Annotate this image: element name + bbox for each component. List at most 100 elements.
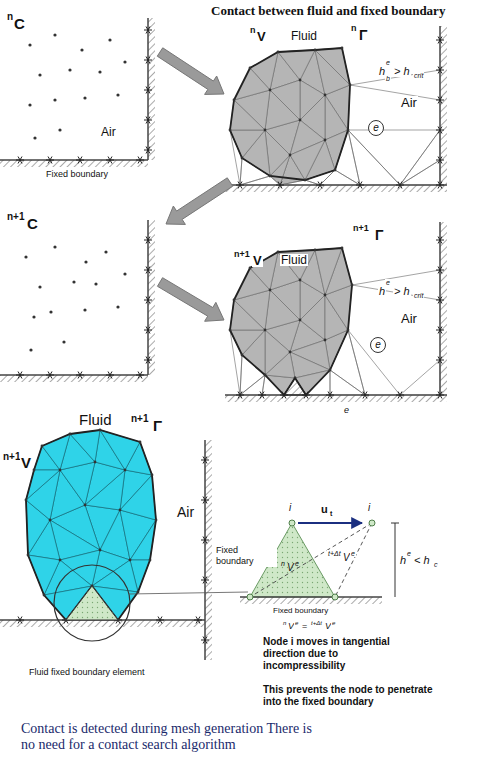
mesh-element bbox=[26, 470, 60, 500]
mesh-node bbox=[43, 594, 46, 597]
boundary-hatch bbox=[0, 375, 148, 382]
label-text: n+1 bbox=[233, 250, 251, 259]
mesh-element bbox=[300, 80, 325, 120]
label-text: n+1 bbox=[130, 414, 150, 424]
mesh-node bbox=[304, 179, 307, 182]
boundary-node bbox=[106, 157, 114, 164]
label-text: Fluid bbox=[280, 254, 308, 266]
boundary-node bbox=[436, 267, 444, 274]
label-text: n+1 bbox=[2, 452, 22, 462]
boundary-node bbox=[144, 87, 152, 94]
label-text: e bbox=[385, 59, 391, 66]
particle bbox=[58, 128, 61, 131]
mesh-node bbox=[99, 429, 102, 432]
label-text: e bbox=[385, 279, 391, 286]
particle bbox=[108, 38, 111, 41]
mesh-node bbox=[299, 79, 302, 82]
mesh-node bbox=[324, 339, 327, 342]
mesh-element bbox=[280, 180, 320, 185]
mesh-element bbox=[230, 100, 265, 130]
particle bbox=[49, 310, 52, 313]
mesh-element bbox=[348, 130, 440, 185]
mesh-element bbox=[400, 360, 440, 395]
boundary-node bbox=[258, 392, 266, 399]
mesh-node bbox=[347, 129, 350, 132]
particle bbox=[98, 70, 101, 73]
label-text: V bbox=[20, 455, 32, 470]
boundary-node bbox=[144, 267, 152, 274]
label-text: Γ bbox=[358, 28, 368, 42]
boundary-hatch bbox=[0, 620, 205, 627]
mesh-node bbox=[233, 99, 236, 102]
mesh-node bbox=[49, 519, 52, 522]
mesh-element bbox=[278, 50, 315, 80]
label-text: > h bbox=[393, 286, 411, 297]
label-text: n bbox=[280, 560, 286, 567]
label-text: Fluid bbox=[290, 30, 318, 42]
mesh-element bbox=[28, 555, 60, 595]
boundary-node bbox=[16, 157, 24, 164]
zoom-leader bbox=[129, 592, 248, 594]
boundary-node bbox=[436, 97, 444, 104]
mesh-node bbox=[324, 139, 327, 142]
label-text: crit bbox=[413, 72, 424, 79]
boundary-node bbox=[106, 372, 114, 379]
mesh-node bbox=[347, 329, 350, 332]
label-text: Air bbox=[100, 126, 117, 138]
element-label: e bbox=[373, 123, 379, 133]
mesh-element bbox=[348, 330, 400, 395]
zoom-circle bbox=[54, 565, 130, 641]
mesh-node bbox=[229, 129, 232, 132]
mesh-element bbox=[250, 252, 278, 290]
mesh-node bbox=[137, 591, 140, 594]
label-text: V bbox=[256, 30, 267, 43]
mesh-node bbox=[314, 249, 317, 252]
boundary-node bbox=[194, 617, 202, 624]
mesh-node bbox=[264, 329, 267, 332]
mesh-node bbox=[69, 433, 72, 436]
element-texture bbox=[66, 586, 118, 620]
boundary-hatch bbox=[225, 395, 447, 402]
boundary-node bbox=[144, 117, 152, 124]
free-surface bbox=[230, 48, 350, 180]
label-text: n+1 bbox=[352, 224, 370, 233]
element-node bbox=[289, 520, 295, 526]
mesh-element bbox=[120, 475, 156, 520]
mesh-element bbox=[400, 130, 440, 185]
label-text: Fixed boundary bbox=[215, 545, 277, 567]
boundary-node bbox=[144, 297, 152, 304]
mesh-element bbox=[265, 90, 300, 130]
mesh-node bbox=[129, 559, 132, 562]
label-text: Air bbox=[400, 312, 418, 325]
mesh-node bbox=[269, 175, 272, 178]
boundary-hatch bbox=[205, 440, 212, 660]
label-text: t+Δt bbox=[327, 550, 342, 557]
mesh-node bbox=[27, 554, 30, 557]
particle bbox=[84, 260, 87, 263]
mesh-node bbox=[41, 445, 44, 448]
particle bbox=[28, 43, 31, 46]
boundary-node bbox=[144, 327, 152, 334]
mesh-node bbox=[299, 319, 302, 322]
label-text: u bbox=[320, 504, 329, 515]
particle bbox=[33, 136, 36, 139]
boundary-node bbox=[46, 372, 54, 379]
boundary-node bbox=[136, 372, 144, 379]
boundary-node bbox=[316, 182, 324, 189]
label-text: V bbox=[252, 254, 263, 267]
particle bbox=[72, 280, 75, 283]
label-text: e bbox=[294, 560, 300, 567]
label-text: h bbox=[378, 286, 386, 297]
boundary-node bbox=[144, 357, 152, 364]
label-text: > h bbox=[393, 66, 411, 77]
mesh-node bbox=[334, 169, 337, 172]
particle bbox=[29, 348, 32, 351]
boundary-node bbox=[201, 497, 209, 504]
boundary-node bbox=[436, 67, 444, 74]
particle bbox=[62, 340, 65, 343]
fixed-boundary bbox=[240, 596, 382, 598]
boundary-node bbox=[280, 392, 288, 399]
drawing bbox=[0, 18, 447, 660]
particle bbox=[32, 315, 35, 318]
boundary-node bbox=[356, 182, 364, 189]
